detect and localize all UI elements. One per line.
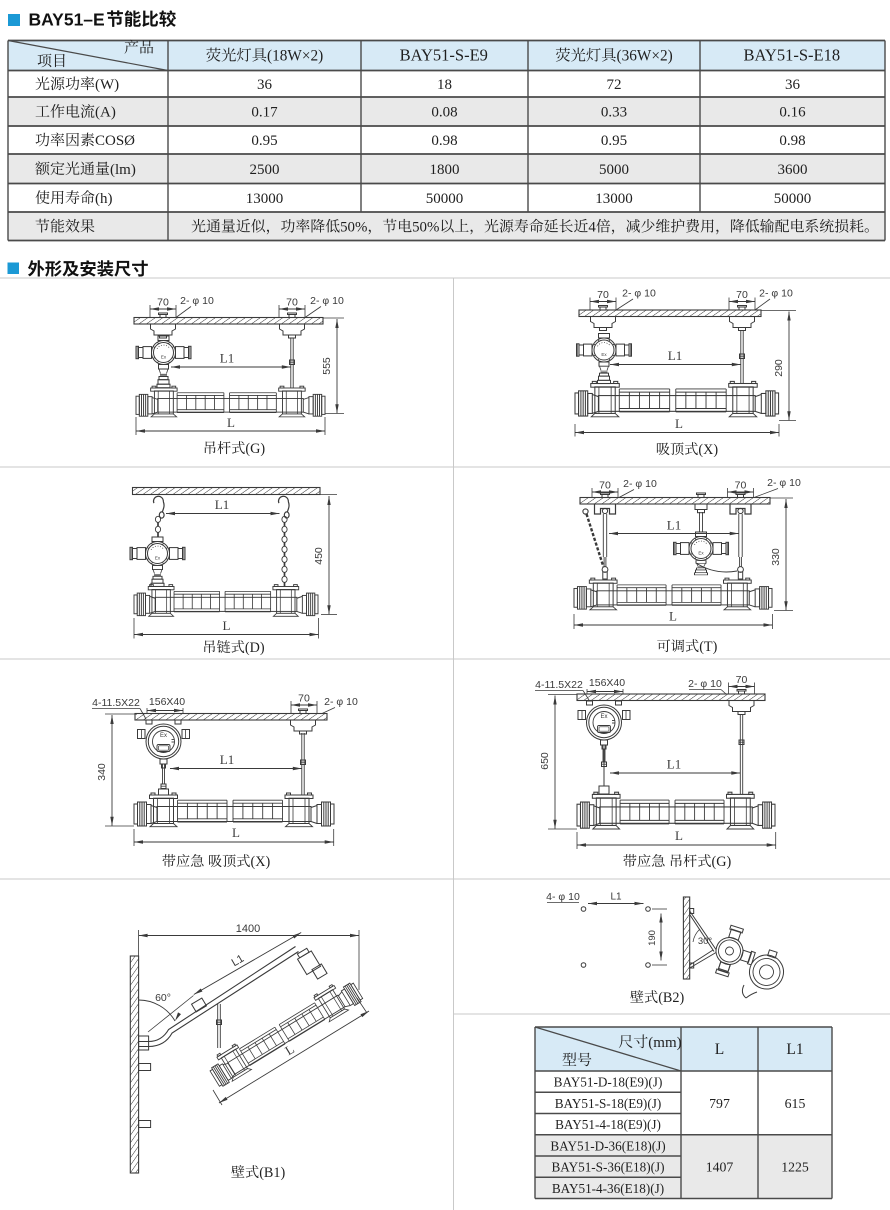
svg-text:2- φ 10: 2- φ 10 — [759, 288, 793, 300]
svg-text:(G): (G) — [245, 441, 265, 457]
svg-text:72: 72 — [607, 77, 622, 93]
svg-text:18: 18 — [437, 77, 452, 93]
svg-text:1225: 1225 — [781, 1160, 809, 1175]
svg-text:1400: 1400 — [236, 923, 260, 935]
svg-text:L: L — [669, 609, 677, 624]
svg-text:0.33: 0.33 — [601, 105, 627, 121]
svg-text:290: 290 — [773, 359, 785, 377]
svg-text:(D): (D) — [245, 640, 265, 656]
svg-text:13000: 13000 — [595, 191, 633, 207]
svg-text:4-11.5X22: 4-11.5X22 — [535, 679, 583, 691]
svg-text:2- φ 10: 2- φ 10 — [767, 477, 801, 489]
svg-text:0.16: 0.16 — [779, 105, 806, 121]
svg-text:BAY51–E: BAY51–E — [29, 9, 105, 29]
svg-text:BAY51-S-36(E18)(J): BAY51-S-36(E18)(J) — [551, 1160, 664, 1175]
svg-text:L1: L1 — [668, 348, 682, 363]
svg-text:2- φ 10: 2- φ 10 — [688, 678, 722, 690]
svg-text:(T): (T) — [699, 639, 717, 655]
svg-text:BAY51-4-36(E18)(J): BAY51-4-36(E18)(J) — [552, 1181, 664, 1196]
svg-text:L: L — [223, 618, 231, 633]
svg-text:(lm): (lm) — [110, 162, 136, 178]
svg-text:50000: 50000 — [426, 191, 464, 207]
svg-text:450: 450 — [313, 547, 325, 565]
svg-text:(h): (h) — [95, 191, 113, 207]
svg-text:50%: 50% — [412, 219, 439, 235]
svg-text:0.17: 0.17 — [251, 105, 278, 121]
svg-text:156X40: 156X40 — [589, 677, 625, 689]
svg-text:2- φ 10: 2- φ 10 — [622, 288, 656, 300]
svg-text:L: L — [675, 416, 683, 431]
svg-text:L: L — [675, 828, 683, 843]
svg-text:L1: L1 — [786, 1041, 803, 1058]
svg-text:36: 36 — [785, 77, 801, 93]
svg-text:330: 330 — [770, 548, 782, 566]
svg-text:13000: 13000 — [246, 191, 283, 207]
svg-text:0.95: 0.95 — [251, 133, 277, 149]
svg-text:0.95: 0.95 — [601, 133, 627, 149]
svg-text:L1: L1 — [610, 892, 622, 903]
svg-text:2- φ 10: 2- φ 10 — [324, 696, 358, 708]
svg-text:70: 70 — [157, 297, 169, 309]
svg-text:2- φ 10: 2- φ 10 — [310, 295, 344, 307]
svg-text:70: 70 — [736, 289, 748, 301]
svg-text:L: L — [715, 1041, 724, 1058]
svg-text:L1: L1 — [220, 351, 234, 366]
svg-text:COSØ: COSØ — [95, 133, 135, 149]
svg-text:L: L — [227, 415, 235, 430]
svg-text:797: 797 — [709, 1096, 730, 1111]
svg-text:L1: L1 — [667, 518, 681, 533]
svg-text:650: 650 — [539, 752, 551, 770]
svg-text:2500: 2500 — [250, 162, 280, 178]
svg-text:4-11.5X22: 4-11.5X22 — [92, 697, 140, 709]
svg-text:BAY51-4-18(E9)(J): BAY51-4-18(E9)(J) — [555, 1117, 661, 1132]
svg-text:555: 555 — [321, 357, 333, 375]
svg-text:30°: 30° — [698, 936, 713, 947]
svg-text:70: 70 — [597, 289, 609, 301]
svg-text:(G): (G) — [712, 854, 732, 870]
svg-text:70: 70 — [298, 693, 310, 705]
svg-text:BAY51-D-36(E18)(J): BAY51-D-36(E18)(J) — [550, 1138, 665, 1153]
svg-text:BAY51-S-E9: BAY51-S-E9 — [400, 46, 488, 65]
svg-text:1800: 1800 — [430, 162, 460, 178]
svg-text:(W): (W) — [95, 77, 119, 93]
svg-text:L: L — [232, 825, 240, 840]
svg-text:(A): (A) — [95, 105, 116, 121]
svg-text:70: 70 — [735, 480, 747, 492]
svg-text:0.98: 0.98 — [779, 133, 805, 149]
svg-text:(18W×2): (18W×2) — [267, 48, 323, 65]
svg-text:3600: 3600 — [778, 162, 808, 178]
svg-text:70: 70 — [599, 480, 611, 492]
svg-text:70: 70 — [736, 674, 748, 686]
svg-text:L1: L1 — [230, 953, 247, 970]
svg-text:0.98: 0.98 — [431, 133, 457, 149]
svg-text:36: 36 — [257, 77, 273, 93]
svg-text:5000: 5000 — [599, 162, 629, 178]
svg-text:(B2): (B2) — [658, 990, 684, 1006]
svg-text:2- φ 10: 2- φ 10 — [180, 295, 214, 307]
svg-text:L1: L1 — [220, 752, 234, 767]
svg-text:156X40: 156X40 — [149, 696, 185, 708]
svg-text:615: 615 — [785, 1096, 806, 1111]
svg-text:190: 190 — [647, 930, 658, 946]
svg-text:L1: L1 — [215, 497, 229, 512]
svg-text:(X): (X) — [251, 854, 271, 870]
svg-text:(36W×2): (36W×2) — [617, 48, 673, 65]
svg-text:BAY51-S-18(E9)(J): BAY51-S-18(E9)(J) — [555, 1096, 661, 1111]
svg-text:50000: 50000 — [774, 191, 812, 207]
svg-text:4: 4 — [588, 219, 596, 235]
svg-text:1407: 1407 — [706, 1160, 734, 1175]
svg-text:70: 70 — [286, 297, 298, 309]
svg-text:4- φ 10: 4- φ 10 — [546, 891, 580, 903]
svg-text:(B1): (B1) — [259, 1165, 285, 1181]
svg-text:BAY51-D-18(E9)(J): BAY51-D-18(E9)(J) — [554, 1075, 663, 1090]
svg-text:0.08: 0.08 — [431, 105, 457, 121]
svg-text:L1: L1 — [667, 757, 681, 772]
svg-text:60°: 60° — [155, 992, 171, 1004]
svg-text:50%: 50% — [340, 219, 367, 235]
svg-text:340: 340 — [96, 763, 108, 781]
svg-text:2- φ 10: 2- φ 10 — [623, 478, 657, 490]
svg-text:BAY51-S-E18: BAY51-S-E18 — [744, 46, 841, 65]
svg-text:(X): (X) — [698, 442, 718, 458]
svg-text:(mm): (mm) — [648, 1035, 681, 1051]
